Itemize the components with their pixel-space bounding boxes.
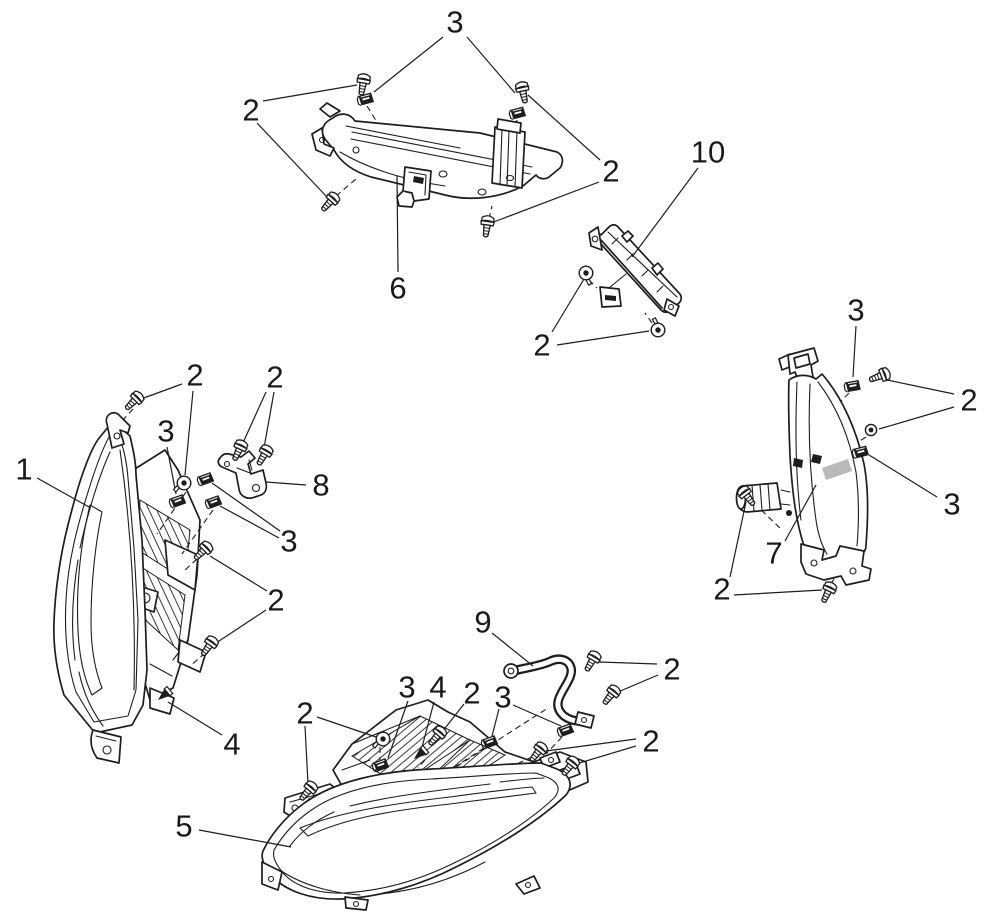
leader-line: [441, 703, 465, 733]
callout-label-6: 6: [389, 270, 407, 306]
leader-line: [198, 829, 292, 848]
callout-label-3: 3: [398, 669, 416, 705]
leader-line: [396, 175, 399, 273]
fastener-screw-icon: [478, 214, 496, 239]
leader-line: [512, 704, 562, 727]
leader-line: [263, 391, 275, 449]
callout-label-2: 2: [463, 675, 481, 711]
callout-label-4: 4: [429, 669, 447, 705]
callout-label-3: 3: [157, 413, 175, 449]
leader-line: [631, 167, 699, 258]
callout-label-9: 9: [474, 604, 492, 640]
leader-line: [184, 390, 194, 476]
fastener-clip-icon: [842, 378, 862, 394]
leader-line: [466, 36, 516, 94]
callout-label-2: 2: [266, 359, 284, 395]
leader-line: [241, 391, 267, 446]
leader-line: [491, 632, 534, 667]
callout-label-2: 2: [960, 382, 978, 418]
leader-line: [256, 122, 328, 198]
fastener-screw-icon: [866, 365, 893, 387]
part-9-curved-bracket: [503, 654, 595, 729]
leader-line: [387, 700, 409, 759]
fastener-screw-icon: [120, 388, 147, 415]
callout-label-3: 3: [943, 486, 961, 522]
callout-label-3: 3: [280, 523, 298, 559]
part-8-small-bracket: [217, 450, 268, 500]
leader-line: [219, 505, 280, 539]
fastener-screw-icon: [513, 79, 533, 105]
callout-label-3: 3: [494, 679, 512, 715]
fastener-washer-icon: [864, 423, 878, 437]
leader-line: [491, 708, 500, 737]
callout-label-10: 10: [690, 134, 726, 170]
leader-line: [167, 701, 223, 736]
leader-line: [420, 701, 435, 752]
callout-label-7: 7: [765, 535, 783, 571]
leader-line: [729, 501, 747, 578]
callout-label-2: 2: [642, 723, 660, 759]
fastener-screw-icon: [353, 72, 372, 97]
fastener-screw-icon: [816, 579, 839, 606]
callout-label-8: 8: [312, 467, 330, 503]
leader-line: [265, 481, 307, 486]
callout-label-2: 2: [296, 695, 314, 731]
leader-line: [36, 477, 90, 508]
leader-line: [215, 609, 267, 644]
callout-label-2: 2: [533, 327, 551, 363]
callout-label-2: 2: [242, 92, 260, 128]
leader-line: [316, 716, 377, 738]
fastener-screwtop-icon: [575, 263, 598, 287]
leader-line: [575, 745, 637, 765]
leader-line: [551, 278, 585, 333]
leader-line: [527, 94, 601, 161]
leader-line: [598, 661, 658, 665]
callout-label-4: 4: [223, 726, 241, 762]
part-6-upper-bracket: [311, 102, 564, 220]
leader-line: [878, 406, 955, 430]
leader-line: [262, 84, 358, 102]
leader-line: [304, 725, 309, 785]
part-10-light-bar: [588, 224, 683, 324]
leader-line: [545, 738, 637, 752]
fastener-clip-icon: [203, 494, 224, 511]
leader-line: [556, 330, 650, 346]
leader-lines-layer: [36, 36, 955, 848]
leader-line: [209, 555, 268, 592]
leader-line: [211, 482, 281, 532]
leader-line: [617, 674, 659, 693]
callout-label-2: 2: [186, 357, 204, 393]
fastener-screw-icon: [598, 682, 624, 709]
leader-line: [733, 589, 823, 596]
fastener-clip-icon: [507, 105, 527, 121]
leader-line: [140, 383, 183, 400]
callout-label-2: 2: [713, 571, 731, 607]
leader-line: [490, 181, 600, 224]
part-7-side-bracket: [735, 347, 872, 586]
callout-label-2: 2: [663, 651, 681, 687]
callout-label-3: 3: [847, 292, 865, 328]
fastener-screw-icon: [580, 648, 604, 675]
leader-line: [373, 36, 444, 93]
fastener-clip-icon: [195, 471, 216, 488]
fastener-screw-icon: [252, 442, 276, 469]
callout-label-2: 2: [267, 582, 285, 618]
leader-line: [886, 379, 955, 395]
leader-line: [868, 454, 938, 498]
part-5-headlight-lower: [261, 699, 589, 911]
callout-label-5: 5: [175, 808, 193, 844]
part-1-headlight-left: [52, 408, 214, 764]
callout-label-1: 1: [15, 451, 33, 487]
leader-line: [166, 446, 177, 495]
callout-label-2: 2: [602, 153, 620, 189]
leader-line: [784, 484, 817, 542]
leader-line: [852, 325, 857, 378]
callout-label-3: 3: [446, 4, 464, 40]
